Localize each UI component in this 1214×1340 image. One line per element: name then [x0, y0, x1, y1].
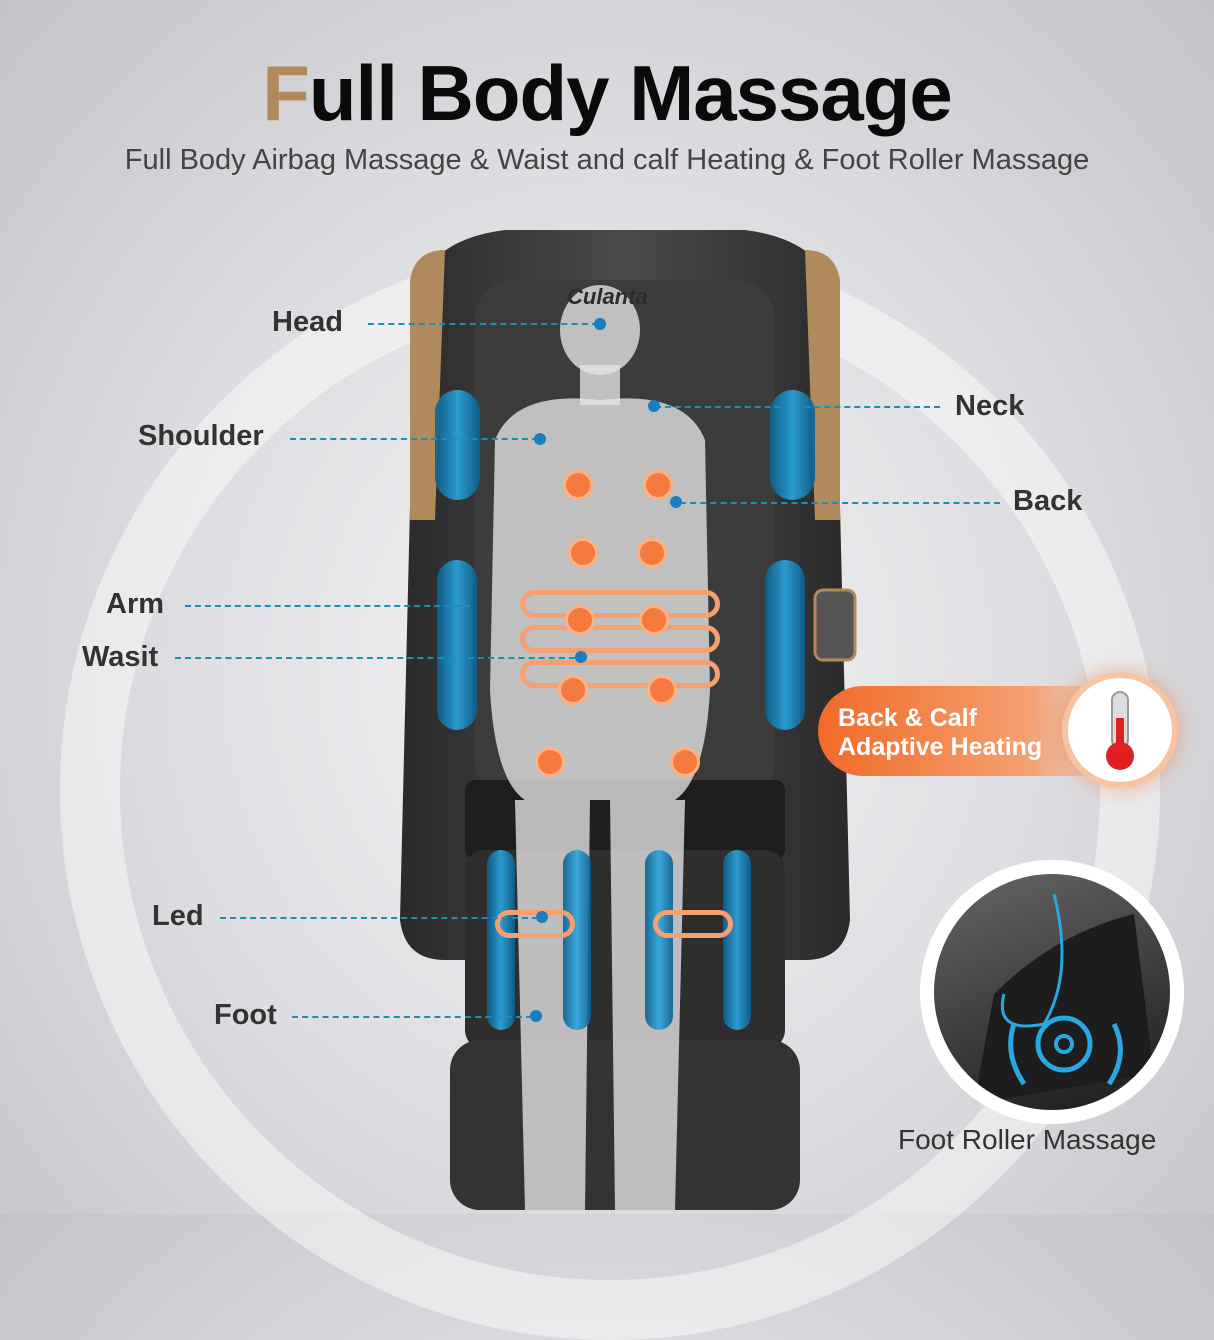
leader-line — [655, 406, 940, 408]
airbag-arm-left — [437, 560, 477, 730]
calf-heat-pad — [653, 910, 733, 938]
airbag-calf-4 — [723, 850, 751, 1030]
leader-line — [292, 1016, 532, 1018]
leader-line — [220, 917, 538, 919]
heating-badge: Back & Calf Adaptive Heating — [818, 686, 1118, 776]
massage-node — [568, 538, 598, 568]
subtitle: Full Body Airbag Massage & Waist and cal… — [124, 144, 1090, 176]
airbag-calf-2 — [563, 850, 591, 1030]
airbag-calf-1 — [487, 850, 515, 1030]
label-shoulder: Shoulder — [138, 420, 264, 452]
massage-node — [535, 747, 565, 777]
massage-node — [647, 675, 677, 705]
foot-roller-caption: Foot Roller Massage — [898, 1124, 1157, 1155]
chair-body — [400, 230, 857, 1210]
page-title: Full Body Massage — [262, 49, 953, 137]
airbag-shoulder-right — [770, 390, 815, 500]
massage-node — [563, 470, 593, 500]
back-heat-pad — [520, 590, 720, 618]
point-foot — [530, 1010, 542, 1022]
heating-line2: Adaptive Heating — [838, 733, 1043, 761]
label-waist: Wasit — [82, 641, 159, 673]
point-back — [670, 496, 682, 508]
massage-node — [565, 605, 595, 635]
label-neck: Neck — [955, 390, 1025, 422]
leader-line — [175, 657, 575, 659]
label-leg: Led — [152, 900, 204, 932]
foot-roller-detail — [920, 860, 1184, 1124]
heating-line1: Back & Calf — [838, 704, 977, 732]
massage-node — [670, 747, 700, 777]
leader-line — [680, 502, 1000, 504]
massage-chair-illustration: Culanta — [375, 220, 875, 1210]
massage-node — [558, 675, 588, 705]
point-leg — [536, 911, 548, 923]
logo: Culanta — [567, 284, 648, 309]
point-waist — [575, 651, 587, 663]
point-head — [594, 318, 606, 330]
label-head: Head — [272, 306, 343, 338]
leader-line — [290, 438, 538, 440]
leader-line — [368, 323, 598, 325]
thermometer-icon — [1062, 672, 1178, 788]
label-arm: Arm — [106, 588, 165, 620]
airbag-calf-3 — [645, 850, 673, 1030]
airbag-shoulder-left — [435, 390, 480, 500]
label-back: Back — [1013, 485, 1083, 517]
point-shoulder — [534, 433, 546, 445]
leader-line — [185, 605, 470, 607]
roller-gear-icon — [974, 893, 1154, 1104]
airbag-arm-right — [765, 560, 805, 730]
back-heat-pad — [520, 660, 720, 688]
massage-node — [643, 470, 673, 500]
massage-node — [637, 538, 667, 568]
label-foot: Foot — [214, 999, 277, 1031]
back-heat-pad — [520, 625, 720, 653]
calf-heat-pad — [495, 910, 575, 938]
massage-node — [639, 605, 669, 635]
point-neck — [648, 400, 660, 412]
